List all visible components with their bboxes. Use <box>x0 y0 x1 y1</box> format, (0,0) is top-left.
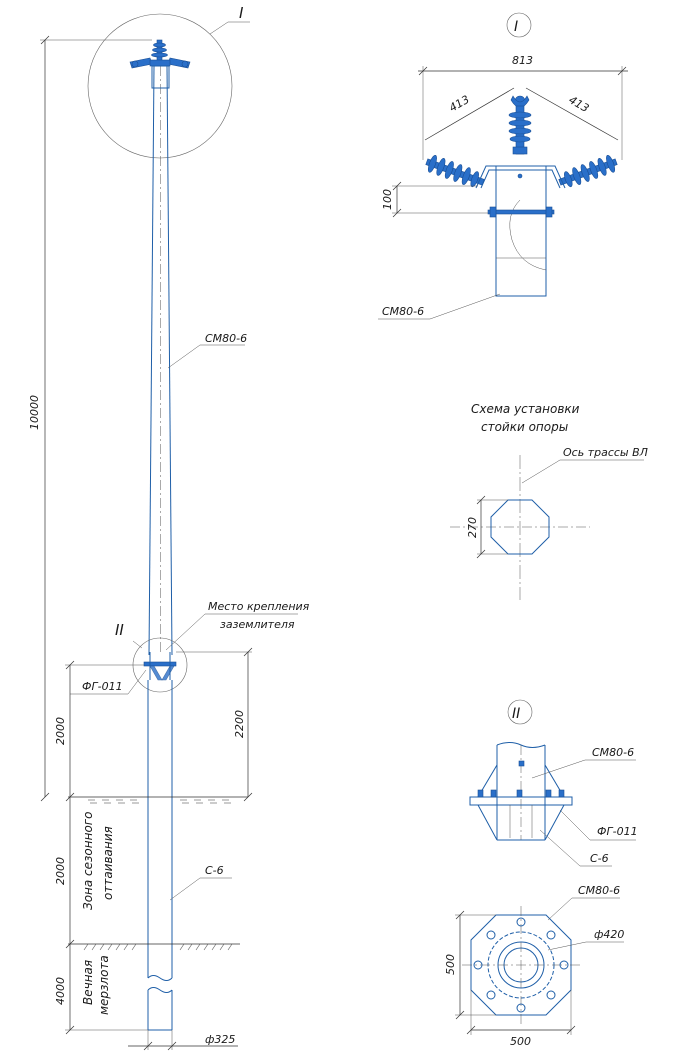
pole-detail2-label: СМ80-6 <box>592 746 634 759</box>
foundation-icon <box>143 652 177 681</box>
pole-detail1-label: СМ80-6 <box>382 305 424 318</box>
permafrost-label-2: мерзлота <box>97 955 111 1015</box>
dim-2200: 2200 <box>233 710 246 738</box>
detail-1-view: I 813 413 413 <box>378 12 628 320</box>
seasonal-label-1: Зона сезонного <box>81 812 95 910</box>
dim-offset-100: 100 <box>381 189 394 210</box>
center-insulator-icon <box>508 95 532 155</box>
detail-1-header: I <box>514 19 518 35</box>
grounding-label-1: Место крепления <box>208 600 310 613</box>
detail-1-header-circle <box>506 12 532 38</box>
dim-width-813: 813 <box>512 54 533 67</box>
top-insulator-icon <box>129 39 191 69</box>
plate-octagon <box>470 914 572 1016</box>
dim-upper-2000: 2000 <box>54 717 67 745</box>
scheme-title-2: стойки опоры <box>481 420 568 434</box>
foundation-label: ФГ-011 <box>82 680 123 693</box>
scheme-title-1: Схема установки <box>471 402 580 416</box>
detail-1-circle <box>87 13 233 159</box>
route-axis-label: Ось трассы ВЛ <box>563 446 648 459</box>
dim-diameter-420: ф420 <box>594 928 624 941</box>
dim-plate-500-h: 500 <box>444 954 457 975</box>
installation-scheme: Схема установки стойки опоры Ось трассы … <box>450 402 648 600</box>
detail-2-header-circle <box>507 699 533 725</box>
left-insulator-icon <box>425 154 485 188</box>
dim-plate-500-w: 500 <box>510 1035 531 1048</box>
pole-plan-label: СМ80-6 <box>578 884 620 897</box>
detail-1-callout: I <box>239 4 244 22</box>
anchor-detail-label: С-6 <box>590 852 609 865</box>
dim-diameter-325: ф325 <box>205 1033 235 1046</box>
dim-seasonal-2000: 2000 <box>54 857 67 885</box>
pole-main-label: СМ80-6 <box>205 332 247 345</box>
dim-octagon-270: 270 <box>466 517 479 538</box>
pole-octagon <box>490 499 550 555</box>
dim-arm-413-left: 413 <box>447 93 472 115</box>
permafrost-label-1: Вечная <box>81 960 95 1005</box>
right-insulator-icon <box>558 154 618 188</box>
plate-plan-view: СМ80-6 ф420 500 500 <box>444 884 624 1048</box>
main-pole-elevation: I СМ80-6 II Место крепления заземлителя <box>28 4 310 1051</box>
grounding-label-2: заземлителя <box>220 618 295 631</box>
dim-arm-413-right: 413 <box>567 93 592 115</box>
foundation-detail-label: ФГ-011 <box>597 825 638 838</box>
seasonal-label-2: оттаивания <box>101 826 115 900</box>
detail-2-callout: II <box>115 621 124 639</box>
detail-2-view: II СМ80-6 ФГ-011 С-6 <box>469 699 638 867</box>
dim-total-height: 10000 <box>28 395 41 430</box>
dim-permafrost-4000: 4000 <box>54 977 67 1005</box>
detail-2-header: II <box>512 706 520 722</box>
anchor-label: С-6 <box>205 864 224 877</box>
